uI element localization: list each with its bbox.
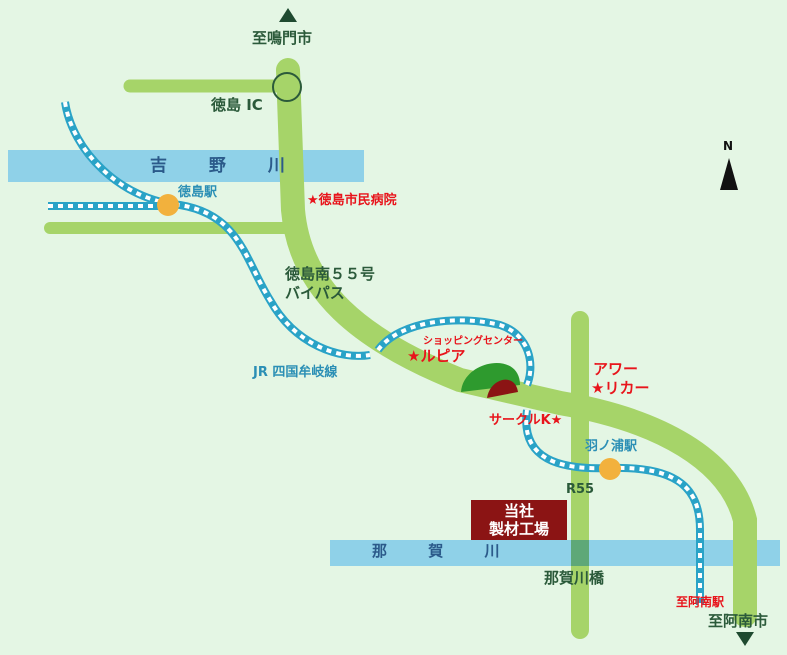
label-nakagawa-bridge: 那賀川橋 — [544, 569, 605, 587]
label-bypass-1: 徳島南５５号 — [285, 265, 376, 283]
yoshino-river — [8, 150, 364, 182]
label-circle-k: サークルK★ — [489, 413, 563, 428]
company-label-2: 製材工場 — [488, 520, 549, 538]
label-r55: R55 — [566, 482, 595, 497]
label-yoshino-river: 吉 野 川 — [150, 156, 303, 176]
label-hospital: ★徳島市民病院 — [307, 193, 397, 208]
label-tokushima-ic: 徳島 IC — [211, 96, 263, 114]
label-naka-river: 那 賀 川 — [372, 542, 518, 560]
tokushima-station-dot — [157, 194, 179, 216]
label-awa-2: ★リカー — [591, 379, 650, 397]
tokushima-ic-circle — [272, 72, 302, 102]
north-compass-arrow — [720, 158, 738, 190]
label-bypass-2: バイパス — [285, 284, 345, 302]
label-north: N — [723, 139, 734, 153]
shopping-mound-inner — [487, 379, 518, 398]
label-to-anan-station: 至阿南駅 — [676, 595, 725, 609]
label-hanoura-station: 羽ノ浦駅 — [585, 439, 638, 454]
label-to-anan-city: 至阿南市 — [708, 612, 769, 630]
label-awa-1: アワー — [593, 360, 639, 378]
naka-river — [330, 540, 780, 566]
hanoura-station-dot — [599, 458, 621, 480]
label-rupia: ★ルピア — [407, 347, 466, 365]
north-up-arrow — [279, 8, 297, 22]
label-to-naruto: 至鳴門市 — [252, 29, 313, 47]
bypass-road — [276, 58, 757, 627]
company-box: 当社 製材工場 — [471, 500, 567, 540]
south-down-arrow — [736, 632, 754, 646]
label-tokushima-station: 徳島駅 — [178, 185, 218, 200]
label-jr-line: JR 四国牟岐線 — [253, 365, 338, 380]
bridge-crossing — [571, 540, 589, 566]
company-label-1: 当社 — [503, 502, 534, 520]
label-shopping-center: ショッピングセンター — [423, 336, 523, 347]
